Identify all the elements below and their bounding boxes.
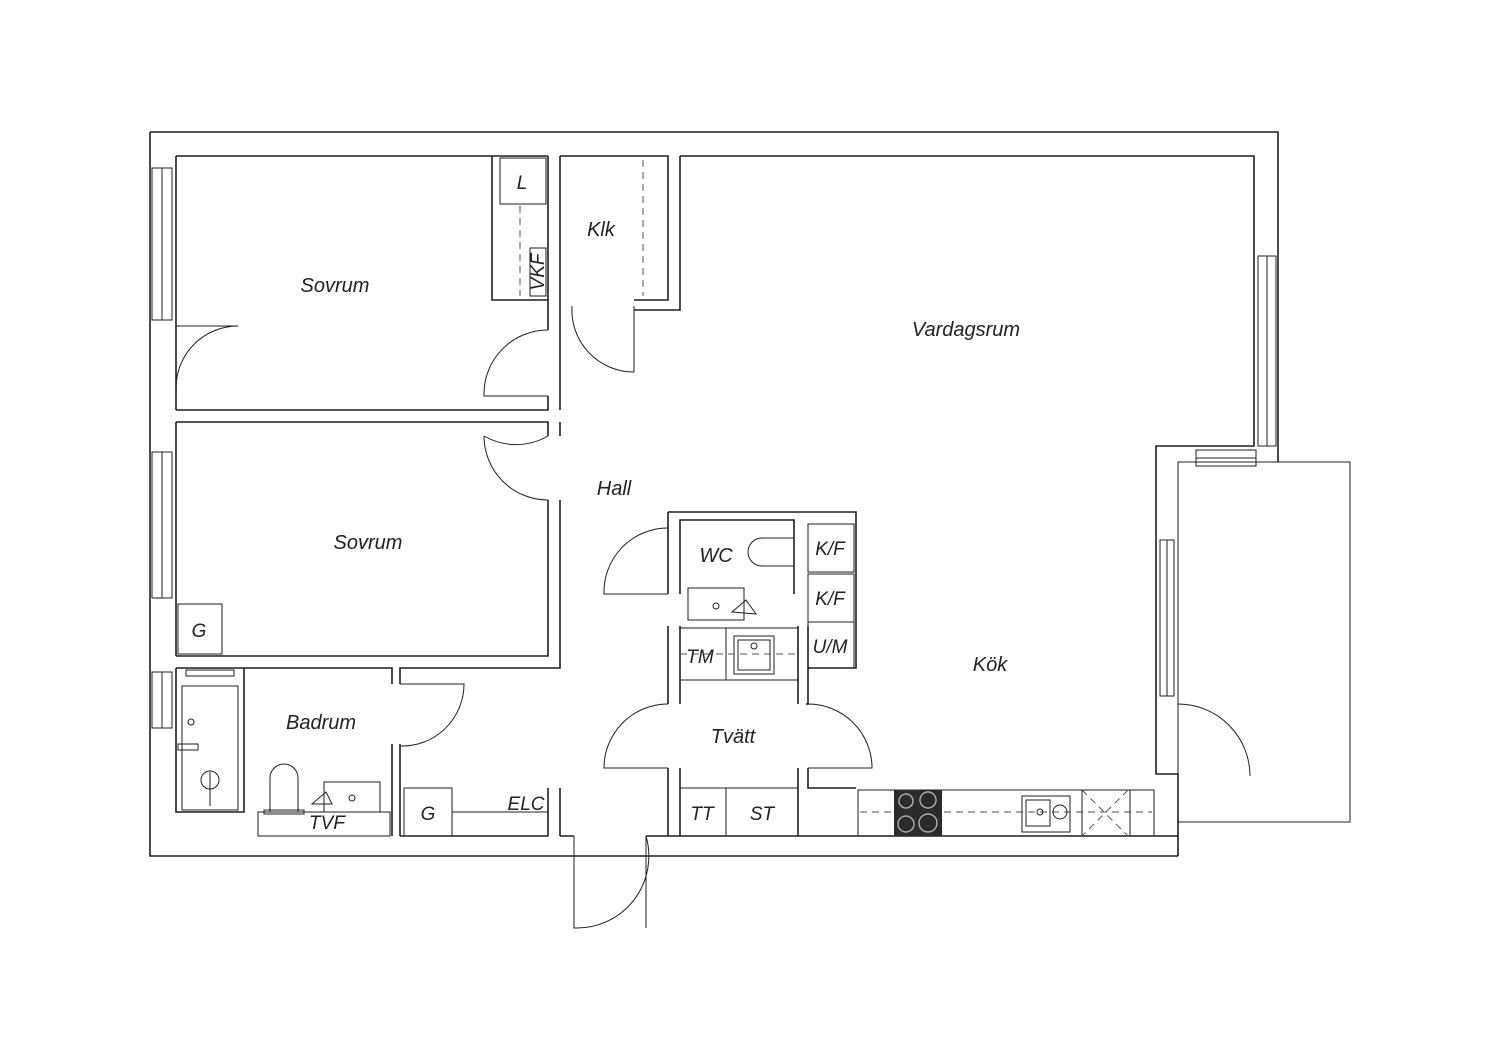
door-badrum [399, 683, 465, 747]
label-sovrum-1: Sovrum [301, 275, 370, 297]
door-sovrum-1 [483, 329, 549, 397]
fixture-labels: L VKF G G ELC TVF K/F K/F U/M TM TT ST [192, 173, 848, 834]
door-wc [603, 527, 669, 595]
wc-toilet-icon [747, 537, 794, 567]
laundry-fixtures [679, 523, 855, 837]
label-badrum: Badrum [286, 712, 356, 734]
interior-walls [175, 155, 1178, 837]
label-klk: Klk [587, 219, 616, 241]
balcony [1177, 461, 1351, 823]
label-kf-2: K/F [815, 589, 846, 610]
door-sovrum-2 [483, 435, 549, 501]
door-entrance [573, 835, 650, 929]
windows [151, 167, 1277, 729]
label-tvatt: Tvätt [711, 726, 757, 748]
label-hall: Hall [597, 478, 632, 500]
sink-icon [323, 781, 381, 813]
door-balcony [1177, 703, 1251, 777]
kitchen-counter [857, 789, 1155, 837]
door-sovrum-1-exterior [175, 325, 239, 389]
label-tm: TM [686, 647, 714, 668]
label-tt: TT [690, 804, 715, 825]
label-st: ST [750, 804, 776, 825]
door-tvatt-left [603, 703, 669, 769]
laundry-sink-icon [733, 635, 775, 675]
storage [177, 157, 644, 837]
room-labels: Sovrum Sovrum Klk Vardagsrum Hall WC Bad… [286, 219, 1020, 748]
label-g-hall: G [421, 804, 436, 825]
label-kf-1: K/F [815, 539, 846, 560]
doors [175, 305, 1251, 929]
label-vardagsrum: Vardagsrum [912, 319, 1020, 341]
cooktop-icon [894, 790, 942, 836]
bathtub-icon [181, 685, 239, 811]
label-g-sovrum: G [192, 621, 207, 642]
label-kok: Kök [973, 654, 1008, 676]
label-vkf: VKF [528, 252, 549, 290]
bathroom-fixtures [177, 537, 794, 837]
toilet-icon [269, 763, 299, 813]
door-klk [571, 305, 635, 373]
label-um: U/M [813, 637, 848, 658]
door-tvatt-right [807, 703, 873, 769]
label-wc: WC [699, 545, 733, 567]
label-sovrum-2: Sovrum [334, 532, 403, 554]
label-elc: ELC [508, 794, 545, 815]
kitchen-sink-icon [1021, 795, 1071, 833]
label-tvf: TVF [309, 813, 346, 834]
wc-sink-icon [687, 587, 745, 621]
label-l: L [517, 173, 528, 194]
